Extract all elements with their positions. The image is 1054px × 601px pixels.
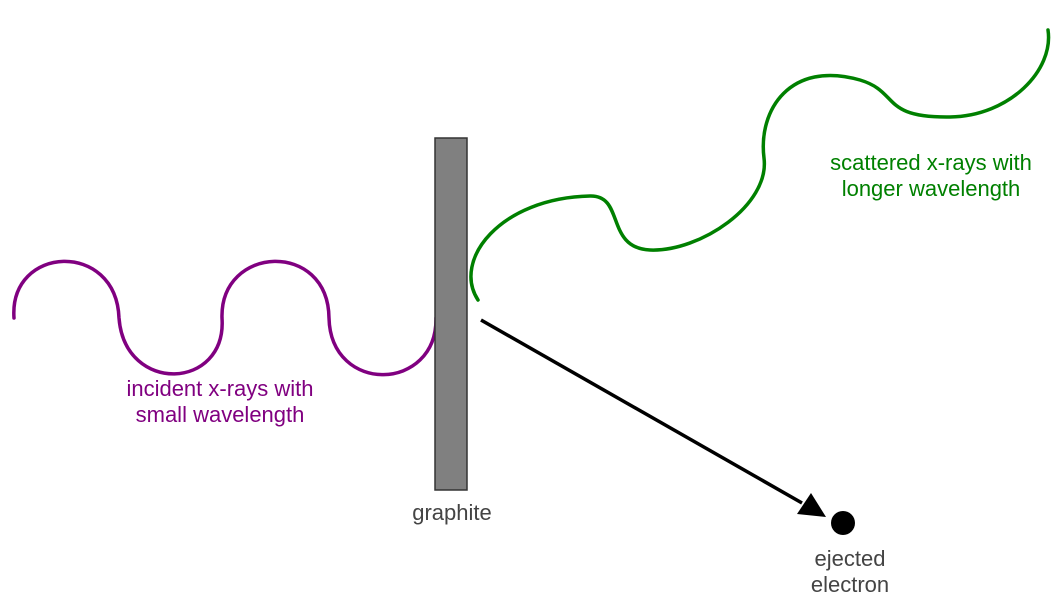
arrow-head [797, 493, 826, 517]
ejection-arrow [480, 318, 803, 505]
incident-xrays-label: incident x-rays with small wavelength [60, 376, 380, 428]
scattered-xrays-label: scattered x-rays with longer wavelength [786, 150, 1054, 202]
electron-label-line2: electron [810, 572, 890, 597]
electron-label-line1: ejected [814, 546, 886, 571]
scattered-label-line2: longer wavelength [841, 176, 1021, 201]
incident-label-line2: small wavelength [135, 402, 305, 427]
incident-label-line1: incident x-rays with [126, 376, 314, 401]
incident-wave [12, 259, 438, 377]
ejected-electron-label: ejected electron [790, 546, 910, 598]
scattered-wave [469, 28, 1051, 302]
graphite-block [434, 137, 468, 491]
scattered-label-line1: scattered x-rays with [830, 150, 1032, 175]
graphite-label: graphite [392, 500, 512, 526]
electron-dot [831, 511, 855, 535]
graphite-label-text: graphite [412, 500, 492, 525]
